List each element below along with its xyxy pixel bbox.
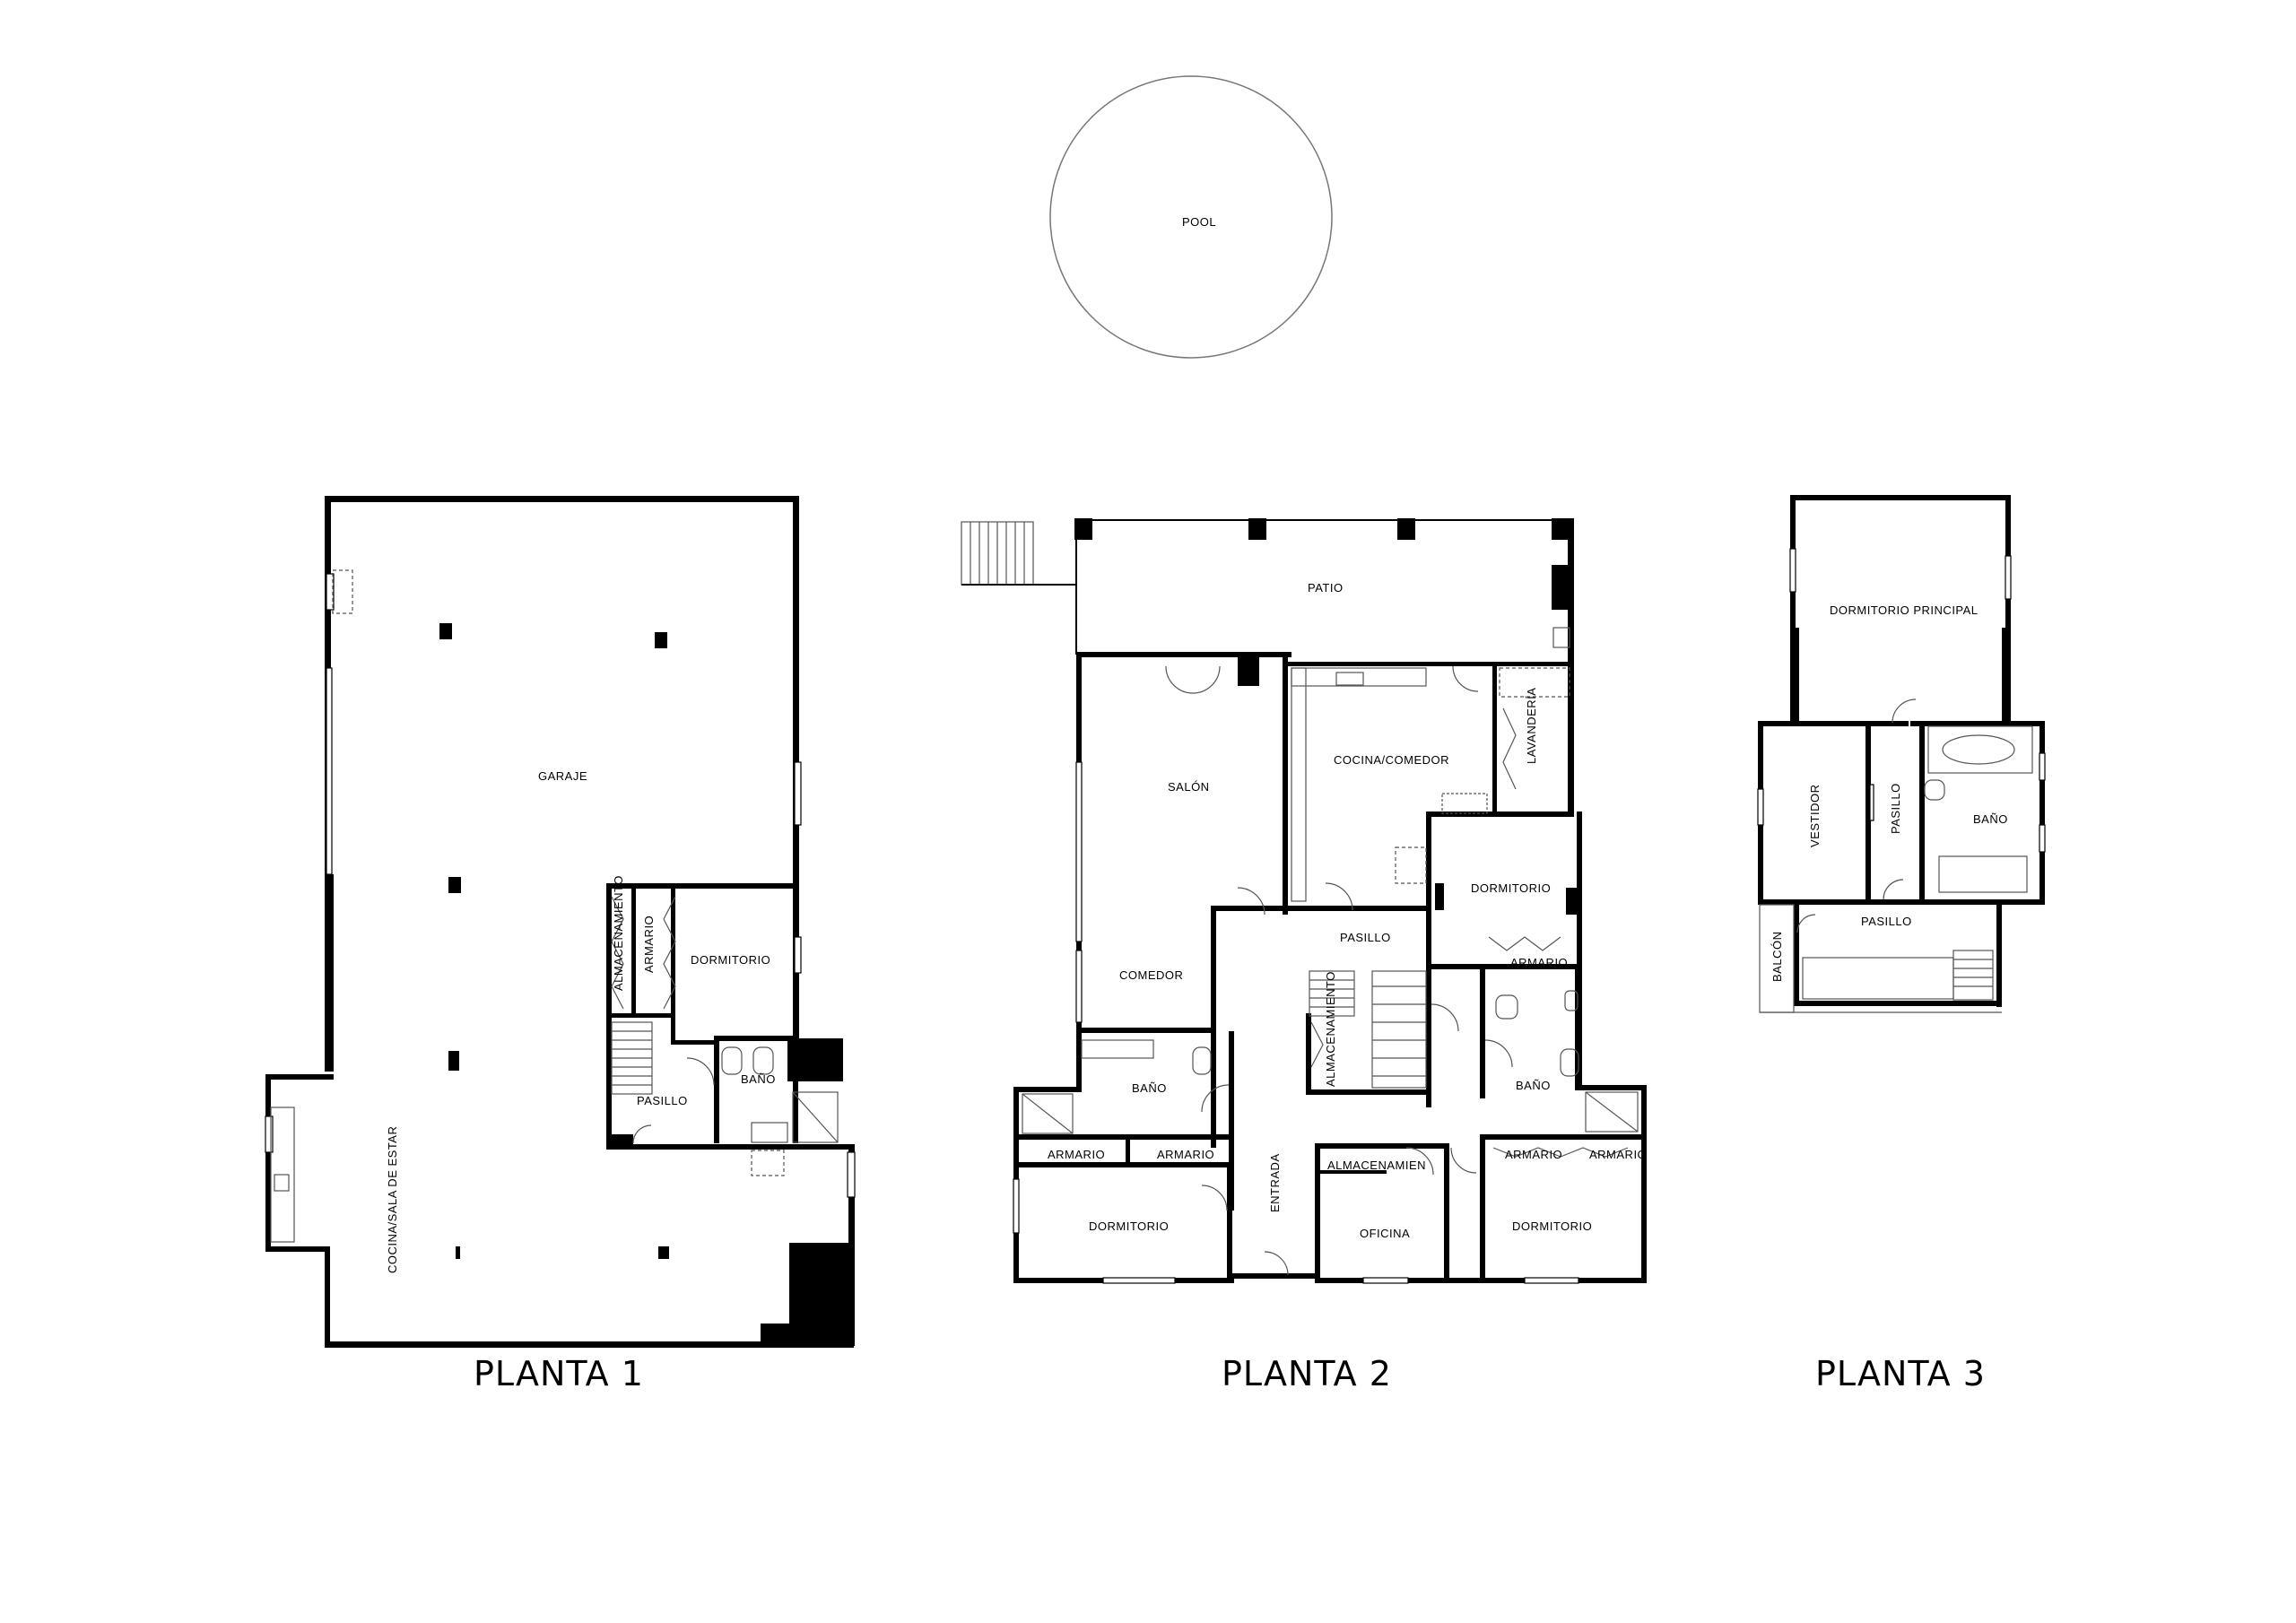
label-bano: BAÑO	[741, 1072, 776, 1086]
label-pasillo-3a: PASILLO	[1889, 783, 1902, 834]
label-lavanderia: LAVANDERÍA	[1525, 688, 1538, 764]
label-comedor: COMEDOR	[1119, 968, 1183, 982]
label-armario-1: ARMARIO	[1048, 1148, 1105, 1161]
label-almacenamiento-2: ALMACENAMIENTO	[1324, 971, 1337, 1087]
pool: POOL	[1049, 75, 1333, 359]
label-salon: SALÓN	[1168, 780, 1210, 794]
label-armario-5: ARMARIO	[1589, 1148, 1647, 1161]
label-bano-3: BAÑO	[1973, 812, 2008, 826]
floor-3: DORMITORIO PRINCIPAL VESTIDOR PASILLO BA…	[1757, 495, 2046, 1393]
label-cocina-comedor: COCINA/COMEDOR	[1334, 753, 1449, 767]
label-dormitorio-principal: DORMITORIO PRINCIPAL	[1830, 603, 1979, 617]
label-pasillo: PASILLO	[637, 1094, 688, 1107]
floor-2: PATIO SALÓN COCINA/COMEDOR LAVANDERÍA DO…	[961, 518, 1647, 1393]
label-dormitorio-1: DORMITORIO	[1471, 881, 1551, 895]
label-dormitorio-3: DORMITORIO	[1512, 1219, 1592, 1233]
label-almacenamien: ALMACENAMIEN	[1327, 1159, 1426, 1172]
floor-1: GARAJE DORMITORIO ALMACENAMIENTO ARMARIO…	[265, 496, 856, 1393]
label-cocina-sala: COCINA/SALA DE ESTAR	[386, 1126, 399, 1273]
label-vestidor: VESTIDOR	[1808, 785, 1822, 847]
floor-3-title: PLANTA 3	[1815, 1354, 1986, 1393]
label-pasillo-3b: PASILLO	[1861, 915, 1912, 928]
label-almacenamiento: ALMACENAMIENTO	[612, 875, 625, 991]
floor-2-title: PLANTA 2	[1222, 1354, 1392, 1393]
label-oficina: OFICINA	[1360, 1227, 1410, 1240]
label-pasillo-2: PASILLO	[1340, 931, 1391, 944]
floor-1-title: PLANTA 1	[474, 1354, 644, 1393]
label-patio: PATIO	[1308, 581, 1344, 595]
label-armario: ARMARIO	[642, 916, 656, 973]
label-balcon: BALCÓN	[1770, 932, 1784, 982]
label-armario-3: ARMARIO	[1510, 956, 1568, 969]
label-dormitorio-2: DORMITORIO	[1089, 1219, 1169, 1233]
label-entrada: ENTRADA	[1268, 1153, 1282, 1212]
pool-label: POOL	[1182, 215, 1216, 229]
label-garaje: GARAJE	[538, 769, 587, 783]
label-dormitorio: DORMITORIO	[691, 953, 770, 967]
label-armario-2: ARMARIO	[1157, 1148, 1214, 1161]
label-armario-4: ARMARIO	[1505, 1148, 1562, 1161]
label-bano-2: BAÑO	[1516, 1079, 1551, 1092]
label-bano-1: BAÑO	[1132, 1081, 1167, 1095]
